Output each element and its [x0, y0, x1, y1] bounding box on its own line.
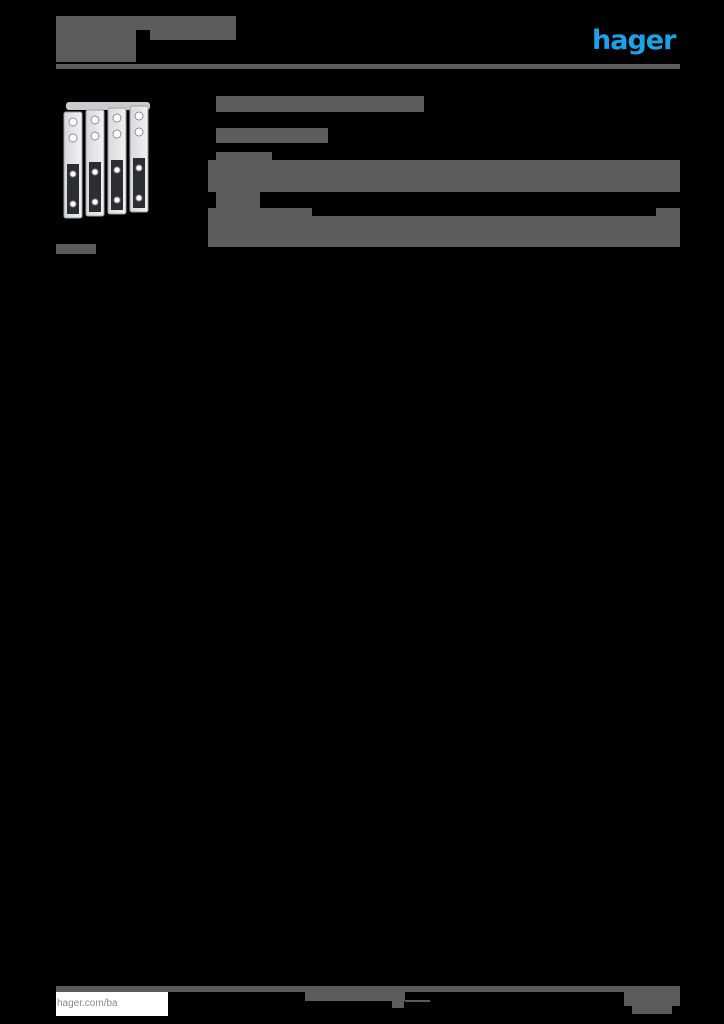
footer-center-line: [405, 1000, 430, 1002]
image-caption-redacted: [56, 244, 96, 254]
spec-label-redacted: [216, 152, 272, 162]
spec-row-redacted: [208, 216, 680, 247]
product-title-redacted: [216, 96, 424, 112]
footer-url[interactable]: hager.com/ba: [56, 992, 168, 1016]
footer-center-redacted: [305, 992, 405, 1001]
spec-label-redacted: [208, 208, 312, 216]
hager-logo: hager: [592, 25, 676, 56]
footer-center-redacted: [392, 1000, 404, 1008]
spec-label-redacted: [216, 192, 260, 208]
spec-cell-redacted: [656, 208, 680, 218]
header-title-redacted: [56, 16, 236, 30]
product-subtitle-redacted: [216, 128, 328, 143]
footer-divider: [56, 986, 680, 992]
header-title-redacted: [56, 30, 136, 62]
product-image: [63, 102, 150, 219]
footer-page-redacted: [624, 986, 680, 1006]
header-title-redacted: [150, 30, 236, 40]
header-divider: [56, 64, 680, 69]
footer-page-redacted: [632, 1006, 672, 1014]
spec-row-redacted: [208, 160, 680, 192]
